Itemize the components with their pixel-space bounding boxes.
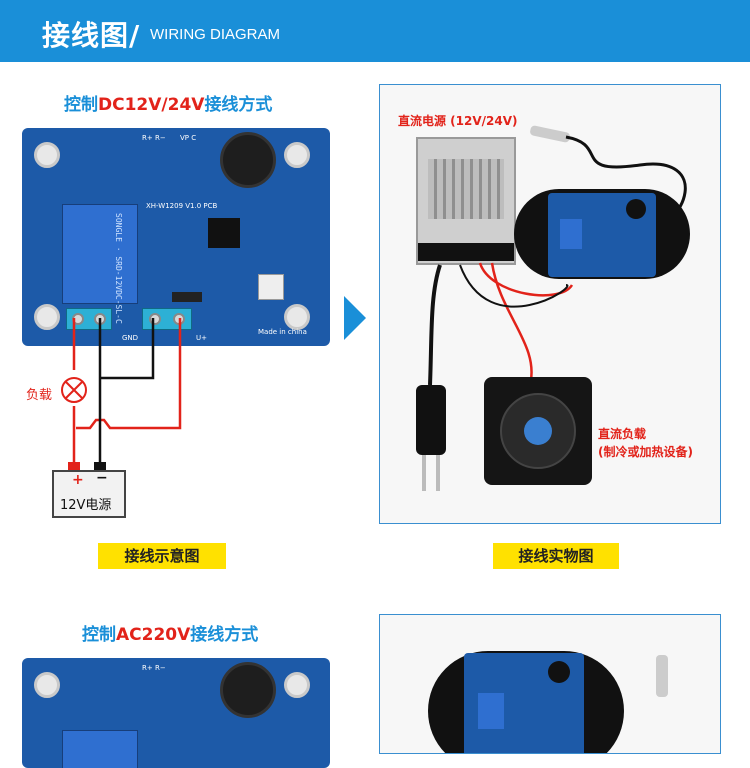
wiring-photo: 直流电源 (12V/24V) 直流负载 (制冷或加热设备) <box>379 84 721 524</box>
mount-hole <box>34 304 60 330</box>
cooling-fan <box>484 377 592 485</box>
section1-title: 控制DC12V/24V接线方式 <box>64 95 273 115</box>
power-plus: + <box>72 472 84 488</box>
mount-hole <box>34 672 60 698</box>
photo-psu-label: 直流电源 (12V/24V) <box>398 114 518 128</box>
pad-label: R+ R− <box>142 134 166 142</box>
power-supply-box: + − 12V电源 <box>52 470 126 518</box>
banner-title-en: WIRING DIAGRAM <box>150 26 280 43</box>
buzzer <box>220 132 276 188</box>
photo-load-label-1: 直流负载 <box>598 427 647 441</box>
temperature-probe <box>656 655 668 697</box>
schematic-badge: 接线示意图 <box>98 543 226 569</box>
power-minus: − <box>96 470 108 486</box>
power-plug <box>416 385 446 455</box>
banner-title-cn: 接线图/ <box>42 19 141 52</box>
header-banner: 接线图/ WIRING DIAGRAM <box>0 0 750 62</box>
made-in-text: Made in china <box>258 328 307 336</box>
pad-label: VP C <box>180 134 197 142</box>
power-terminal-block <box>142 308 192 330</box>
relay-module <box>62 730 138 768</box>
controller-board-2: R+ R− <box>22 658 330 768</box>
section2-title: 控制AC220V接线方式 <box>82 625 259 645</box>
controller-board-photo <box>464 653 584 753</box>
photo-badge: 接线实物图 <box>493 543 619 569</box>
mount-hole <box>284 142 310 168</box>
wiring-photo-2 <box>379 614 721 754</box>
pcb-text: XH-W1209 V1.0 PCB <box>146 202 218 210</box>
power-label: 12V电源 <box>60 498 112 513</box>
mount-hole <box>284 672 310 698</box>
dc-power-supply <box>416 137 516 265</box>
vcc-label: U+ <box>196 334 207 342</box>
connector <box>258 274 284 300</box>
pad-label: R+ R− <box>142 664 166 672</box>
gnd-label: GND <box>122 334 139 342</box>
controller-board: SONGLE · SRD-12VDC-SL-C R+ R− VP C XH-W1… <box>22 128 330 346</box>
ic-chip <box>208 218 240 248</box>
relay-terminal-block <box>66 308 112 330</box>
mount-hole <box>284 304 310 330</box>
relay-module: SONGLE · SRD-12VDC-SL-C <box>62 204 138 324</box>
controller-board-photo <box>548 193 656 277</box>
buzzer <box>220 662 276 718</box>
mount-hole <box>34 142 60 168</box>
load-label: 负载 <box>26 388 53 403</box>
photo-load-label-2: (制冷或加热设备) <box>598 445 693 459</box>
diode <box>172 292 202 302</box>
